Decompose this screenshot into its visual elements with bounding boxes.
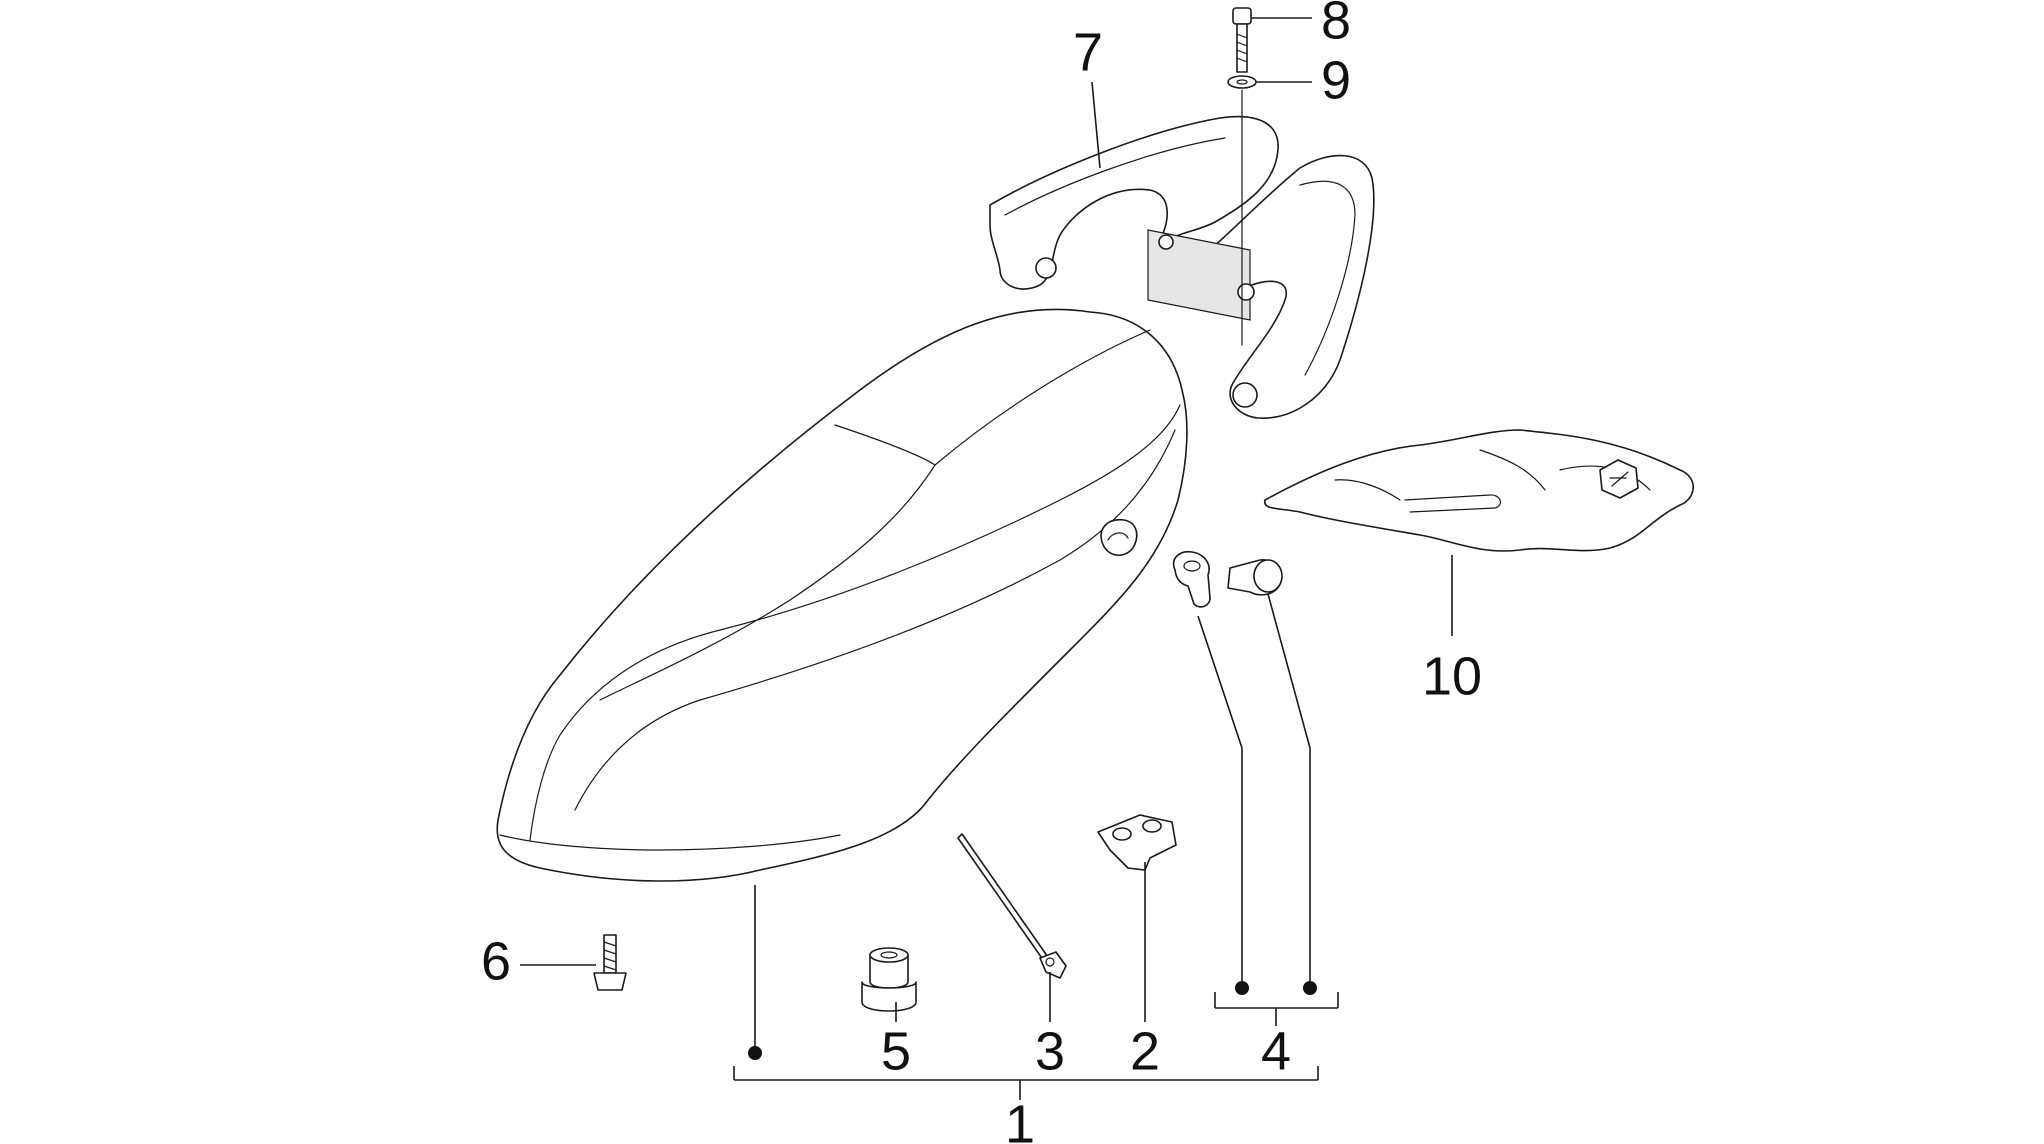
callout-7: 7 bbox=[1073, 22, 1103, 82]
latch-pin bbox=[1227, 559, 1283, 596]
rubber-bushing bbox=[861, 947, 917, 1012]
callout-1: 1 bbox=[1005, 1094, 1035, 1144]
callout-5: 5 bbox=[881, 1021, 911, 1081]
screw bbox=[593, 934, 627, 991]
leader-dot-latch-pin bbox=[1303, 981, 1317, 995]
callout-9: 9 bbox=[1321, 50, 1351, 110]
leader-dot-latch-hook bbox=[1235, 981, 1249, 995]
grab-handle bbox=[989, 115, 1375, 419]
leader-lines bbox=[520, 17, 1453, 1100]
leader-dot-seat bbox=[748, 1046, 762, 1060]
seat bbox=[496, 308, 1188, 882]
callout-4: 4 bbox=[1261, 1021, 1291, 1081]
callout-8: 8 bbox=[1321, 0, 1351, 50]
mounting-plate bbox=[1097, 814, 1177, 871]
callout-2: 2 bbox=[1130, 1021, 1160, 1081]
latch-hook bbox=[1173, 550, 1211, 608]
bolt bbox=[1232, 7, 1252, 73]
callout-3: 3 bbox=[1035, 1021, 1065, 1081]
toolkit-pouch bbox=[1264, 429, 1694, 552]
callout-10: 10 bbox=[1422, 646, 1482, 706]
callout-6: 6 bbox=[481, 931, 511, 991]
cable-tie bbox=[957, 833, 1067, 979]
washer bbox=[1227, 75, 1257, 89]
